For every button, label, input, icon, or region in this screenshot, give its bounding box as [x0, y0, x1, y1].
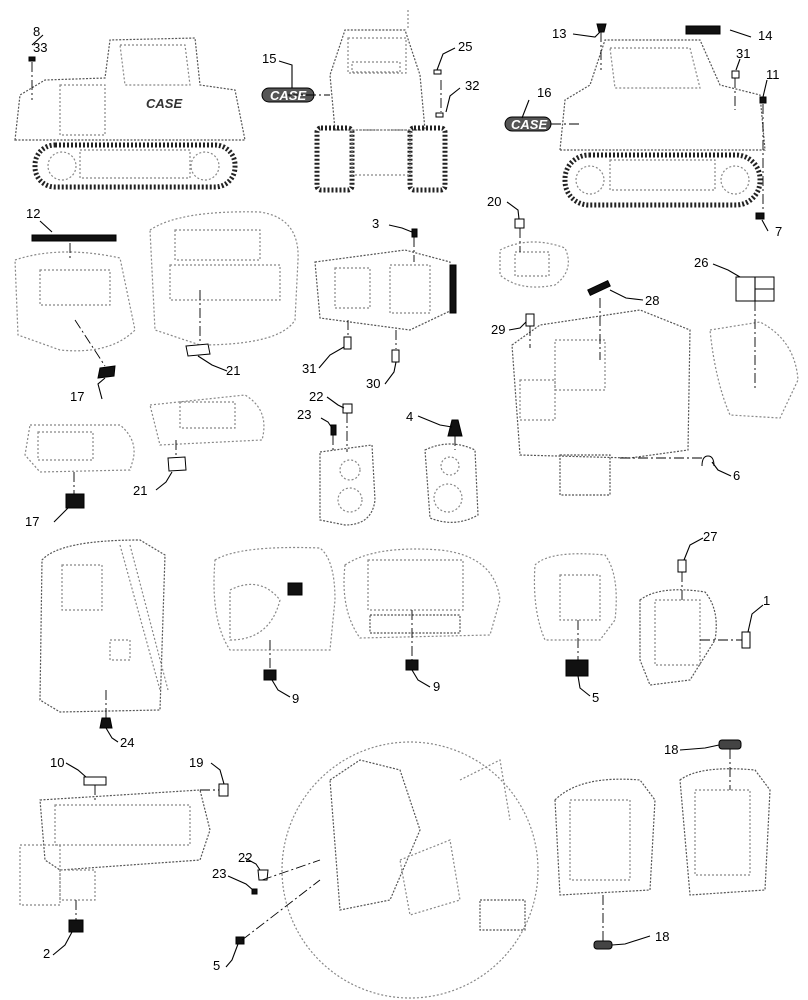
svg-text:CASE: CASE [270, 88, 306, 103]
panel-detail-cab-interior [235, 741, 539, 999]
callout-32: 32 [465, 78, 479, 93]
decal-14 [685, 25, 721, 35]
panel-detail-2-10-19 [19, 776, 229, 933]
decal-25 [433, 69, 442, 75]
callout-13: 13 [552, 26, 566, 41]
callout-4: 4 [406, 409, 413, 424]
decal-case-logo-15: CASE [261, 87, 315, 103]
decal-13 [596, 23, 607, 33]
machine-side-view-right [559, 39, 766, 208]
callout-17-bottom: 17 [25, 514, 39, 529]
callout-15: 15 [262, 51, 276, 66]
case-logo-side: CASE [146, 96, 182, 111]
panel-detail-6-28-29 [511, 279, 715, 496]
callout-9-left: 9 [292, 691, 299, 706]
panel-detail-21a [149, 211, 299, 357]
callout-21-top: 21 [226, 363, 240, 378]
decal-case-logo-16: CASE [504, 116, 552, 132]
callout-10: 10 [50, 755, 64, 770]
callout-23-bottom: 23 [212, 866, 226, 881]
panel-detail-22-23a [319, 403, 376, 526]
panel-detail-26 [709, 276, 799, 419]
decal-31-top [731, 70, 740, 79]
callout-9-middle: 9 [433, 679, 440, 694]
panel-detail-3-30-31 [314, 228, 457, 363]
callout-17-top: 17 [70, 389, 84, 404]
callout-33: 33 [33, 40, 47, 55]
callout-12: 12 [26, 206, 40, 221]
callout-19: 19 [189, 755, 203, 770]
decal-7 [755, 212, 765, 220]
callout-20: 20 [487, 194, 501, 209]
decal-32 [435, 112, 444, 118]
callout-26: 26 [694, 255, 708, 270]
callout-23-top: 23 [297, 407, 311, 422]
callout-16: 16 [537, 85, 551, 100]
callout-6: 6 [733, 468, 740, 483]
callout-5-bottom: 5 [213, 958, 220, 973]
panel-detail-18a [554, 778, 656, 950]
callout-31: 31 [302, 361, 316, 376]
callout-22-top: 22 [309, 389, 323, 404]
panel-detail-21b [149, 394, 265, 472]
svg-text:CASE: CASE [511, 117, 547, 132]
callout-29: 29 [491, 322, 505, 337]
callout-31-top: 31 [736, 46, 750, 61]
callout-21-bottom: 21 [133, 483, 147, 498]
callout-30: 30 [366, 376, 380, 391]
panel-detail-9a [213, 546, 336, 681]
panel-detail-1-27 [639, 559, 751, 686]
callout-7: 7 [775, 224, 782, 239]
panel-detail-18b [679, 739, 771, 896]
panel-detail-12-17 [14, 234, 136, 379]
callout-22-bottom: 22 [238, 850, 252, 865]
callout-18-top: 18 [664, 742, 678, 757]
panel-detail-17b [24, 424, 135, 509]
callout-27: 27 [703, 529, 717, 544]
panel-detail-4 [424, 419, 479, 523]
panel-detail-9b [343, 548, 501, 671]
machine-rear-view [314, 10, 448, 193]
decal-11 [759, 96, 767, 104]
callout-3: 3 [372, 216, 379, 231]
callout-25: 25 [458, 39, 472, 54]
machine-side-view-left: CASE [14, 37, 246, 190]
callout-8: 8 [33, 24, 40, 39]
decal-8-33 [28, 56, 36, 62]
panel-detail-24 [39, 539, 169, 729]
callout-24: 24 [120, 735, 134, 750]
callout-18-bottom: 18 [655, 929, 669, 944]
panel-detail-20 [499, 218, 569, 288]
callout-14: 14 [758, 28, 772, 43]
panel-detail-5a [533, 553, 617, 677]
callout-2: 2 [43, 946, 50, 961]
callout-5-right: 5 [592, 690, 599, 705]
callout-28: 28 [645, 293, 659, 308]
callout-11: 11 [766, 67, 780, 82]
callout-1: 1 [763, 593, 770, 608]
